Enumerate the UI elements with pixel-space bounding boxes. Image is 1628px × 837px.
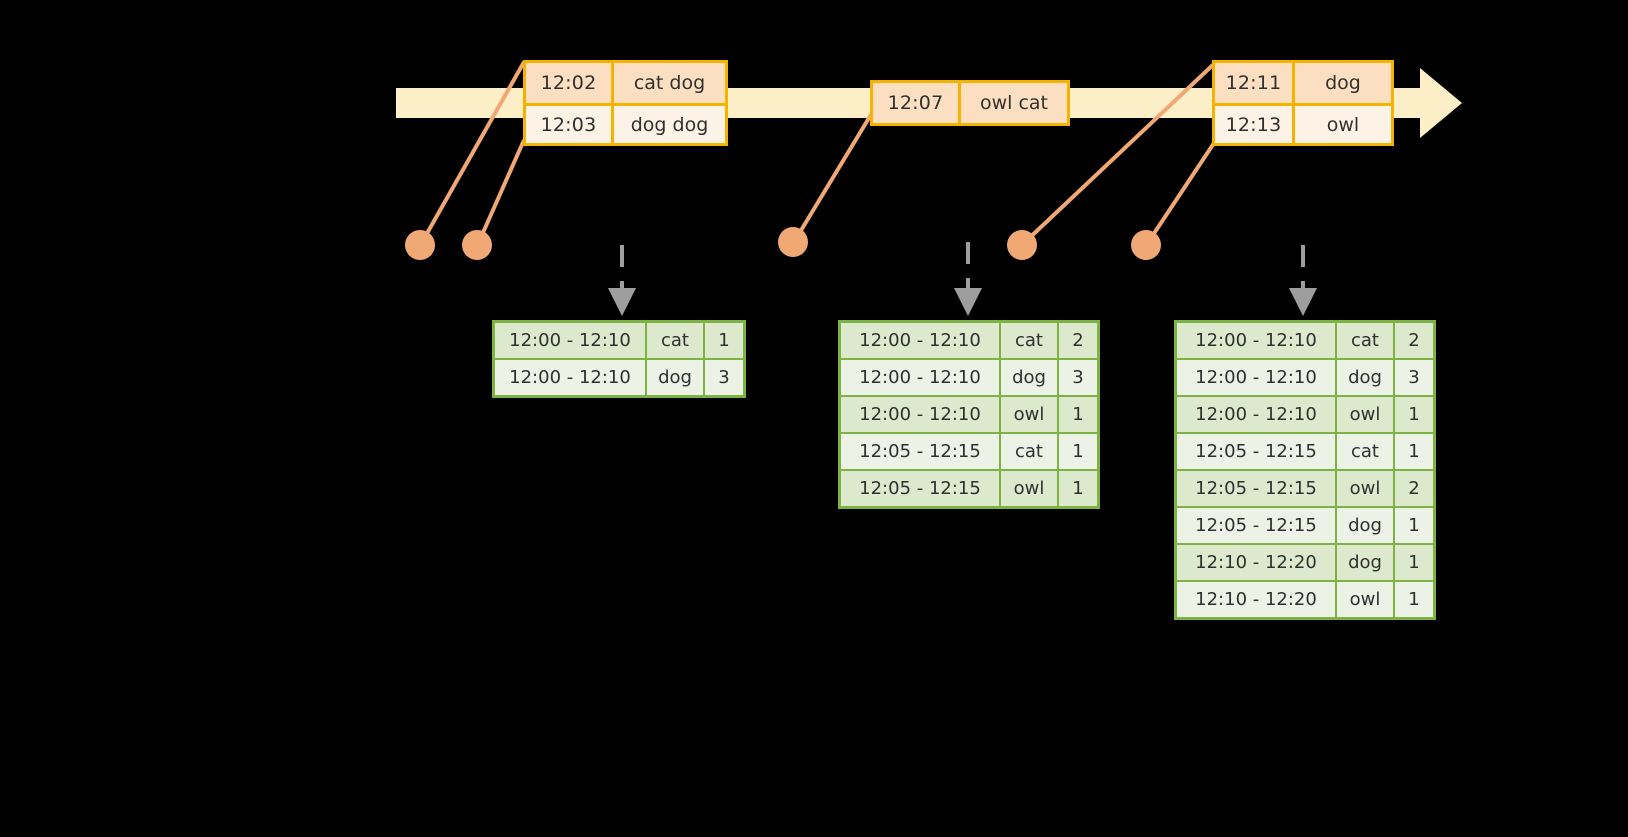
cell-window: 12:00 - 12:10 [1177, 360, 1335, 395]
aggregate-table-2[interactable]: 12:00 - 12:10 cat 2 12:00 - 12:10 dog 3 … [838, 320, 1100, 509]
cell-window: 12:00 - 12:10 [841, 397, 999, 432]
event-time: 12:11 [1215, 63, 1295, 103]
table-row[interactable]: 12:00 - 12:10 dog 3 [1177, 360, 1433, 395]
cell-window: 12:00 - 12:10 [1177, 323, 1335, 358]
cell-key: owl [1337, 471, 1393, 506]
cell-window: 12:05 - 12:15 [1177, 508, 1335, 543]
cell-count: 2 [1395, 323, 1433, 358]
cell-key: dog [647, 360, 703, 395]
event-payload: dog dog [630, 113, 709, 136]
cell-count: 1 [1395, 508, 1433, 543]
cell-key: dog [1337, 508, 1393, 543]
cell-key: dog [1337, 360, 1393, 395]
table-row[interactable]: 12:05 - 12:15 dog 1 [1177, 508, 1433, 543]
cell-window: 12:00 - 12:10 [841, 360, 999, 395]
connector-line-12-07 [792, 106, 877, 244]
event-payload: owl cat [979, 92, 1049, 114]
emit-arrow-head-2 [954, 288, 982, 316]
cell-window: 12:00 - 12:10 [495, 323, 645, 358]
table-row[interactable]: 12:05 - 12:15 owl 2 [1177, 471, 1433, 506]
connector-dot-3 [778, 227, 808, 257]
event-time: 12:03 [526, 106, 614, 143]
cell-window: 12:05 - 12:15 [1177, 434, 1335, 469]
cell-key: cat [647, 323, 703, 358]
emit-arrow-head-3 [1289, 288, 1317, 316]
connector-dots [405, 227, 1161, 260]
table-row[interactable]: 12:10 - 12:20 owl 1 [1177, 582, 1433, 617]
table-row[interactable]: 12:00 - 12:10 owl 1 [1177, 397, 1433, 432]
table-row[interactable]: 12:00 - 12:10 cat 2 [841, 323, 1097, 358]
cell-key: owl [1337, 397, 1393, 432]
event-payload: cat dog [633, 72, 706, 94]
event-time: 12:07 [873, 83, 961, 123]
event-box-group-3[interactable]: 12:11 dog 12:13 owl [1212, 60, 1394, 146]
event-row[interactable]: 12:11 dog [1215, 63, 1391, 103]
connector-line-12-02 [419, 61, 526, 245]
cell-count: 2 [1059, 323, 1097, 358]
cell-window: 12:00 - 12:10 [495, 360, 645, 395]
table-row[interactable]: 12:00 - 12:10 dog 3 [841, 360, 1097, 395]
event-payload: dog [1325, 72, 1361, 94]
table-row[interactable]: 12:00 - 12:10 owl 1 [841, 397, 1097, 432]
cell-count: 1 [705, 323, 743, 358]
cell-key: owl [1001, 397, 1057, 432]
table-row[interactable]: 12:05 - 12:15 owl 1 [841, 471, 1097, 506]
event-box-group-2[interactable]: 12:07 owl cat [870, 80, 1070, 126]
emit-arrow-head-1 [608, 288, 636, 316]
connector-dot-5 [1131, 230, 1161, 260]
cell-count: 3 [1395, 360, 1433, 395]
cell-count: 1 [1059, 471, 1097, 506]
cell-window: 12:00 - 12:10 [841, 323, 999, 358]
table-row[interactable]: 12:10 - 12:20 dog 1 [1177, 545, 1433, 580]
cell-window: 12:10 - 12:20 [1177, 582, 1335, 617]
event-row[interactable]: 12:07 owl cat [873, 83, 1067, 123]
connector-dot-4 [1007, 230, 1037, 260]
cell-count: 3 [1059, 360, 1097, 395]
table-row[interactable]: 12:00 - 12:10 cat 1 [495, 323, 743, 358]
table-row[interactable]: 12:00 - 12:10 cat 2 [1177, 323, 1433, 358]
aggregate-table-3[interactable]: 12:00 - 12:10 cat 2 12:00 - 12:10 dog 3 … [1174, 320, 1436, 620]
event-row[interactable]: 12:02 cat dog [526, 63, 725, 103]
cell-key: cat [1337, 323, 1393, 358]
event-payload: owl [1326, 113, 1360, 136]
cell-key: cat [1001, 434, 1057, 469]
cell-key: dog [1337, 545, 1393, 580]
cell-count: 2 [1395, 471, 1433, 506]
cell-key: cat [1337, 434, 1393, 469]
cell-key: owl [1001, 471, 1057, 506]
cell-window: 12:05 - 12:15 [841, 434, 999, 469]
table-row[interactable]: 12:05 - 12:15 cat 1 [841, 434, 1097, 469]
cell-window: 12:00 - 12:10 [1177, 397, 1335, 432]
event-time: 12:13 [1215, 106, 1295, 143]
event-row[interactable]: 12:13 owl [1215, 103, 1391, 143]
cell-key: owl [1337, 582, 1393, 617]
aggregate-table-1[interactable]: 12:00 - 12:10 cat 1 12:00 - 12:10 dog 3 [492, 320, 746, 398]
table-row[interactable]: 12:00 - 12:10 dog 3 [495, 360, 743, 395]
cell-window: 12:10 - 12:20 [1177, 545, 1335, 580]
cell-count: 1 [1395, 434, 1433, 469]
connector-line-12-03 [476, 139, 526, 245]
cell-window: 12:05 - 12:15 [841, 471, 999, 506]
cell-count: 1 [1395, 582, 1433, 617]
cell-key: dog [1001, 360, 1057, 395]
cell-count: 1 [1059, 434, 1097, 469]
event-row[interactable]: 12:03 dog dog [526, 103, 725, 143]
emit-arrow-heads [608, 288, 1317, 316]
cell-count: 1 [1395, 545, 1433, 580]
event-time: 12:02 [526, 63, 614, 103]
emit-arrows [620, 242, 1305, 296]
cell-count: 1 [1395, 397, 1433, 432]
connector-dot-1 [405, 230, 435, 260]
connector-dot-2 [462, 230, 492, 260]
table-row[interactable]: 12:05 - 12:15 cat 1 [1177, 434, 1433, 469]
event-box-group-1[interactable]: 12:02 cat dog 12:03 dog dog [523, 60, 728, 146]
cell-key: cat [1001, 323, 1057, 358]
connector-line-12-13 [1145, 138, 1218, 246]
cell-window: 12:05 - 12:15 [1177, 471, 1335, 506]
cell-count: 3 [705, 360, 743, 395]
cell-count: 1 [1059, 397, 1097, 432]
